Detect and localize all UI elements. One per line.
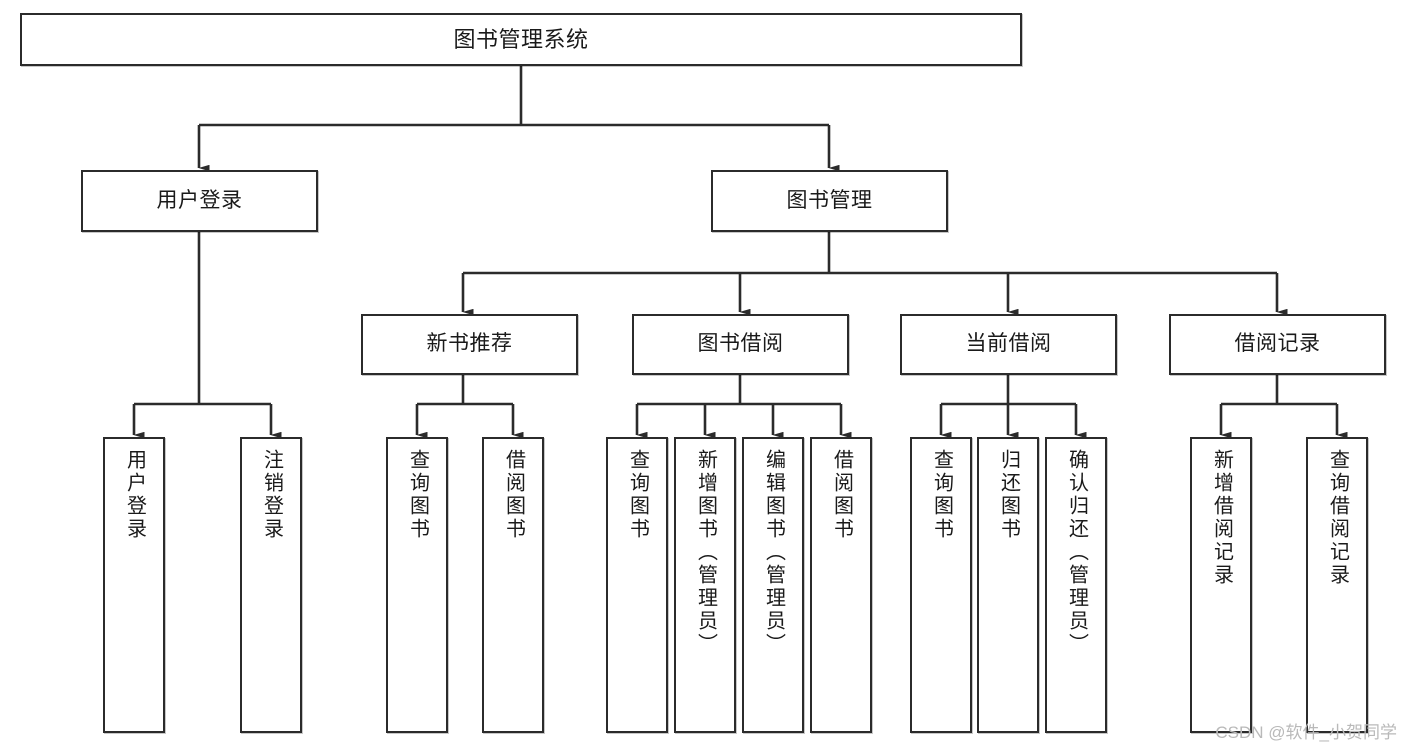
node-leaf-query-book-borrow[interactable]: 查询图书 [606,437,668,733]
node-leaf-add-book-admin[interactable]: 新增图书（管理员） [674,437,736,733]
node-label: 新增借阅记录 [1210,449,1233,587]
node-leaf-logout[interactable]: 注销登录 [240,437,302,733]
node-label: 查询图书 [930,449,953,541]
node-leaf-query-book-newbook[interactable]: 查询图书 [386,437,448,733]
node-label: 查询图书 [406,449,429,541]
node-label: 用户登录 [156,188,243,212]
node-book-management[interactable]: 图书管理 [711,170,948,232]
node-user-login[interactable]: 用户登录 [81,170,318,232]
node-label: 图书借阅 [697,332,784,356]
node-label: 确认归还（管理员） [1065,449,1088,656]
node-label: 查询借阅记录 [1326,449,1349,587]
node-label: 编辑图书（管理员） [762,449,785,656]
node-leaf-confirm-return-admin[interactable]: 确认归还（管理员） [1045,437,1107,733]
node-leaf-query-book-current[interactable]: 查询图书 [910,437,972,733]
node-root-system[interactable]: 图书管理系统 [20,13,1022,66]
node-label: 借阅图书 [830,449,853,541]
node-label: 新书推荐 [426,332,513,356]
node-leaf-add-borrow-record[interactable]: 新增借阅记录 [1190,437,1252,733]
node-label: 注销登录 [260,449,283,541]
node-leaf-borrow-book-newbook[interactable]: 借阅图书 [482,437,544,733]
node-label: 新增图书（管理员） [694,449,717,656]
node-leaf-borrow-book[interactable]: 借阅图书 [810,437,872,733]
node-label: 借阅图书 [502,449,525,541]
node-leaf-query-borrow-record[interactable]: 查询借阅记录 [1306,437,1368,733]
node-leaf-edit-book-admin[interactable]: 编辑图书（管理员） [742,437,804,733]
node-leaf-return-book[interactable]: 归还图书 [977,437,1039,733]
node-label: 图书管理 [786,188,873,212]
node-book-borrow[interactable]: 图书借阅 [632,314,849,375]
node-new-book-recommend[interactable]: 新书推荐 [361,314,578,375]
node-label: 借阅记录 [1234,332,1321,356]
node-current-borrow[interactable]: 当前借阅 [900,314,1117,375]
node-label: 归还图书 [997,449,1020,541]
node-label: 查询图书 [626,449,649,541]
node-label: 当前借阅 [965,332,1052,356]
node-label: 图书管理系统 [453,26,589,52]
node-label: 用户登录 [123,449,146,541]
node-leaf-user-login[interactable]: 用户登录 [103,437,165,733]
node-borrow-record[interactable]: 借阅记录 [1169,314,1386,375]
